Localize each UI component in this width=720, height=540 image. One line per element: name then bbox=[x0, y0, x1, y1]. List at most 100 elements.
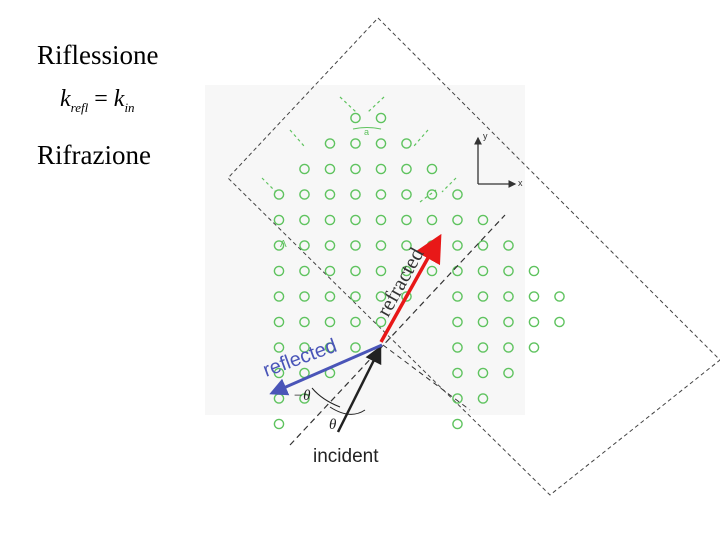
lattice-rod bbox=[477, 393, 489, 404]
lattice-rod bbox=[375, 291, 387, 302]
lattice-rod bbox=[503, 265, 514, 277]
lattice-rod bbox=[503, 316, 514, 328]
lattice-rod bbox=[324, 138, 336, 149]
lattice-rod bbox=[401, 265, 412, 277]
lattice-rod bbox=[452, 189, 463, 200]
title-rifrazione: Rifrazione bbox=[37, 140, 151, 170]
lattice-rod bbox=[299, 393, 310, 404]
lattice-rod bbox=[350, 265, 361, 277]
lattice-rod bbox=[273, 265, 285, 277]
lattice-rod bbox=[554, 316, 565, 328]
lattice-rod bbox=[477, 367, 489, 379]
lattice-rod bbox=[554, 291, 565, 302]
lattice-rod bbox=[401, 138, 412, 149]
title-riflessione: Riflessione bbox=[37, 40, 159, 70]
lattice-rod bbox=[452, 393, 463, 404]
reflection-formula: krefl=kin bbox=[60, 86, 135, 116]
lattice-rod bbox=[350, 214, 361, 226]
lattice-rod bbox=[477, 291, 489, 302]
formula-rhs-symbol: k bbox=[113, 86, 125, 112]
lattice-rod bbox=[375, 265, 387, 277]
x-axis-label: x bbox=[518, 178, 523, 188]
lattice-rod bbox=[273, 291, 285, 302]
lattice-rod bbox=[375, 189, 387, 200]
lattice-rod bbox=[528, 342, 540, 353]
lattice-label-a: a bbox=[364, 127, 369, 137]
minus-theta-label: −θ bbox=[293, 388, 311, 404]
lattice-rod bbox=[528, 265, 540, 277]
lattice-rod bbox=[503, 367, 514, 379]
lattice-rod bbox=[324, 265, 336, 277]
formula-rhs-subscript: in bbox=[124, 100, 135, 115]
incident-angle-arc bbox=[329, 406, 366, 415]
lattice-rod bbox=[528, 291, 540, 302]
refracted-arrow bbox=[379, 233, 442, 343]
lattice-rod bbox=[452, 367, 463, 379]
lattice-rod bbox=[273, 240, 285, 251]
y-axis-label: y bbox=[483, 131, 488, 141]
lattice-rod bbox=[477, 214, 489, 226]
lattice-rod bbox=[401, 163, 412, 175]
lattice-rod bbox=[503, 342, 514, 353]
lattice-rod bbox=[350, 291, 361, 302]
lattice-rod bbox=[350, 240, 361, 251]
incident-label: incident bbox=[313, 446, 379, 467]
lattice-rod bbox=[375, 163, 387, 175]
normal-dashed-line bbox=[382, 344, 471, 411]
lattice-rod bbox=[452, 342, 463, 353]
lattice-rod bbox=[452, 316, 463, 328]
lattice-rod bbox=[426, 214, 438, 226]
lattice-rod bbox=[477, 316, 489, 328]
lattice-rod bbox=[350, 138, 361, 149]
lattice-rod bbox=[375, 214, 387, 226]
lattice-rod bbox=[401, 291, 412, 302]
lattice-rod bbox=[477, 240, 489, 251]
lattice-boundary-dash bbox=[339, 96, 357, 113]
lattice-rod bbox=[375, 316, 387, 328]
lattice-rod bbox=[350, 342, 361, 353]
lattice-rod bbox=[273, 316, 285, 328]
formula-equals: = bbox=[94, 86, 108, 112]
lattice-rod bbox=[350, 163, 361, 175]
lattice-rod bbox=[401, 214, 412, 226]
lattice-rod bbox=[299, 189, 310, 200]
lattice-rod bbox=[477, 342, 489, 353]
lattice-rod bbox=[324, 189, 336, 200]
lattice-rod bbox=[350, 316, 361, 328]
lattice-rod bbox=[299, 214, 310, 226]
lattice-label-lambda: Λ bbox=[280, 239, 287, 250]
lattice-rod bbox=[324, 342, 336, 353]
lattice-rod bbox=[426, 189, 438, 200]
theta-label: θ bbox=[329, 417, 337, 433]
lattice-rod bbox=[324, 163, 336, 175]
lattice-rod bbox=[273, 342, 285, 353]
formula-lhs-symbol: k bbox=[60, 86, 71, 112]
lattice-rod bbox=[299, 265, 310, 277]
interface-dashed-line bbox=[289, 214, 506, 446]
lattice-rod bbox=[452, 291, 463, 302]
lattice-rod bbox=[299, 316, 310, 328]
lattice-rod bbox=[299, 163, 310, 175]
lattice-rod bbox=[350, 189, 361, 200]
lattice-rod bbox=[299, 342, 310, 353]
lattice-rod bbox=[503, 240, 514, 251]
lattice-rod bbox=[350, 112, 361, 124]
lattice-rod bbox=[273, 367, 285, 379]
lattice-rod bbox=[324, 291, 336, 302]
lattice-rod bbox=[528, 316, 540, 328]
lattice-rod bbox=[401, 189, 412, 200]
lattice-rod bbox=[273, 189, 285, 200]
reflected-arrow bbox=[269, 343, 383, 396]
lattice-spacing-arc bbox=[352, 127, 382, 130]
lattice-boundary-dash bbox=[367, 96, 385, 113]
dashed-frame bbox=[227, 17, 720, 496]
lattice-rod bbox=[452, 240, 463, 251]
lattice-rod bbox=[299, 291, 310, 302]
incident-arrow bbox=[336, 345, 382, 433]
lattice-rod bbox=[375, 138, 387, 149]
lattice-rod bbox=[426, 163, 438, 175]
lattice-rod bbox=[426, 265, 438, 277]
lattice-rod bbox=[375, 112, 387, 124]
lattice-rod bbox=[401, 240, 412, 251]
